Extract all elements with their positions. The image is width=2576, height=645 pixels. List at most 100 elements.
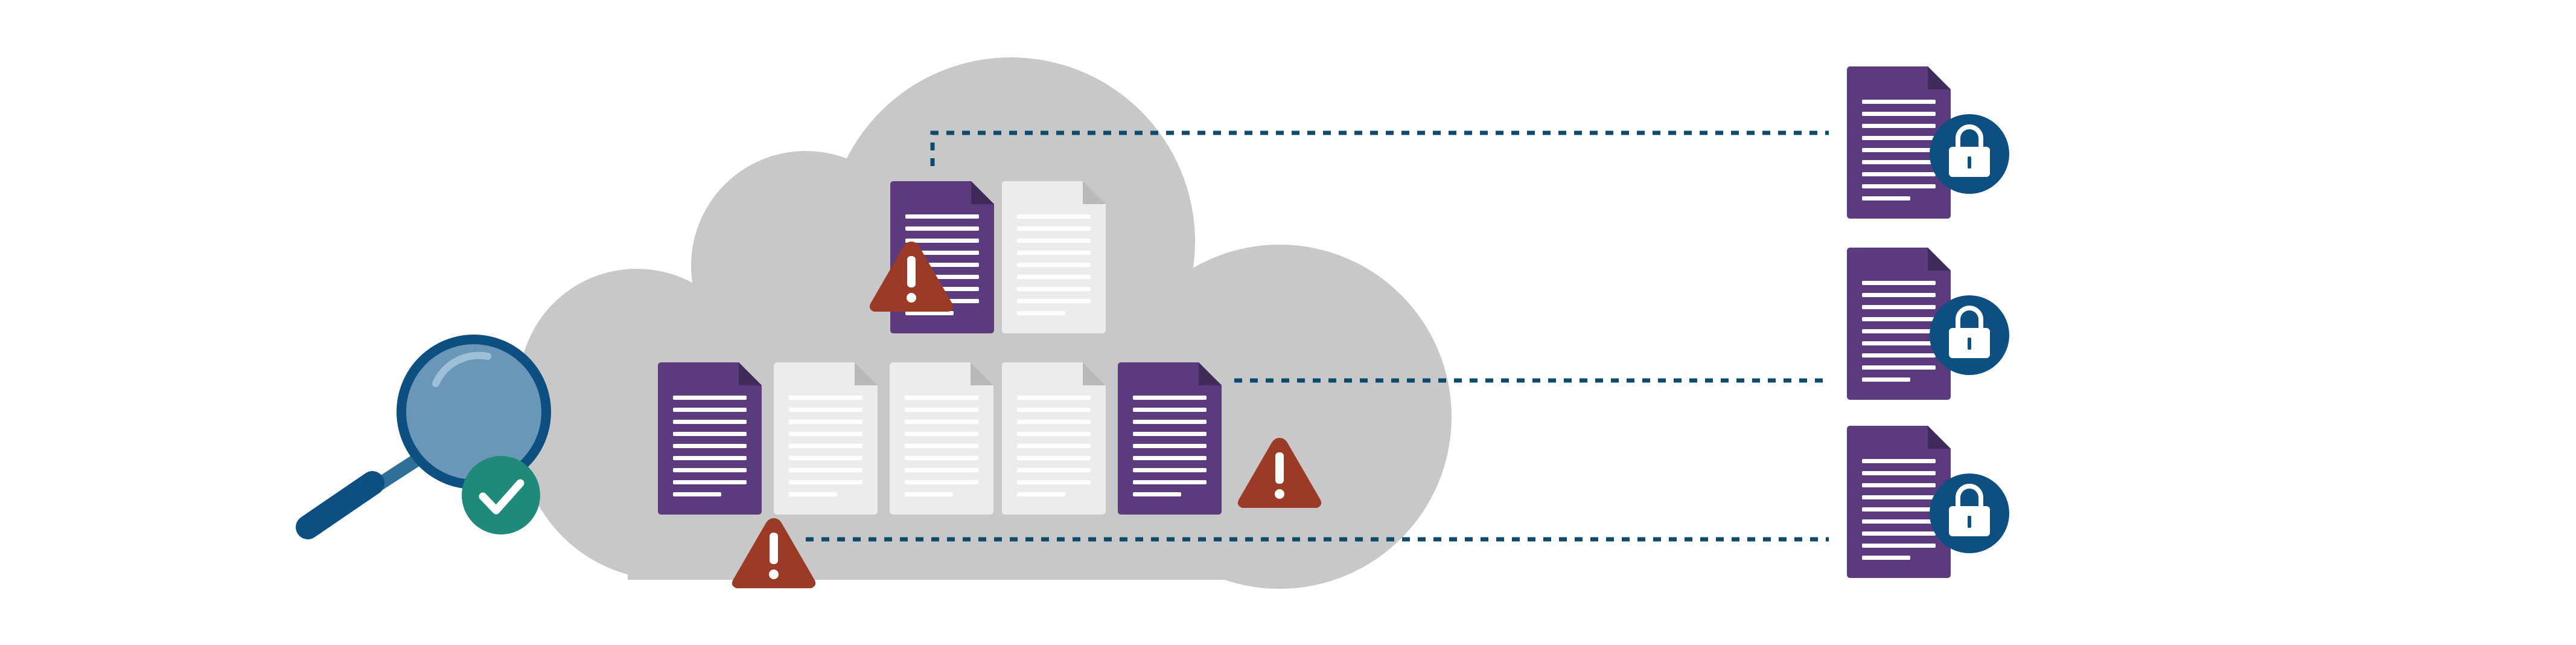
document-line [1133,456,1207,460]
document-line [673,432,747,436]
secured-document-icon [1847,66,2009,219]
plain-document-icon [774,362,878,515]
document-line [1017,432,1091,436]
warning-dot [1275,489,1284,499]
document-line [1017,287,1091,291]
document-body [1847,426,1951,578]
document-line [905,226,979,231]
document-line [789,480,862,484]
document-line [1862,341,1936,345]
document-fold [1199,362,1222,385]
document-body [1002,362,1106,515]
warning-bar [770,533,778,564]
warning-dot [907,293,916,303]
document-line [1862,459,1936,463]
document-body [890,362,993,515]
lock-keyhole [1968,516,1971,528]
padlock-icon [1930,473,2009,553]
document-line [789,492,837,496]
document-line [789,408,862,412]
document-line [1862,281,1936,285]
document-line [905,444,978,448]
document-line [1862,556,1910,560]
document-line [1862,196,1910,201]
plain-document-icon [1002,181,1106,333]
document-line [1862,100,1936,104]
document-line [1017,468,1091,472]
warning-triangle-icon [869,242,954,312]
connector-lines [806,130,1829,542]
lock-keyhole [1968,156,1971,168]
document-line [1862,317,1936,321]
document-line [673,480,747,484]
document-line [1862,184,1936,188]
document-line [905,480,978,484]
document-line [1862,365,1936,370]
warning-triangle-icon [732,518,816,588]
document-body [658,362,762,515]
document-line [673,444,747,448]
document-line [789,420,862,424]
document-line [1017,456,1091,460]
document-line [905,214,979,219]
sensitive-document-icon [1118,362,1222,515]
document-line [905,432,978,436]
document-body [1002,181,1106,333]
document-line [905,396,978,400]
document-line [1862,136,1936,140]
document-line [673,456,747,460]
warning-bar [1275,452,1284,484]
document-line [1862,507,1936,512]
document-line [905,408,978,412]
document-line [1862,160,1936,164]
document-line [1862,305,1936,309]
document-line [1017,408,1091,412]
document-line [1862,353,1936,358]
document-line [1017,299,1091,303]
document-fold [739,362,762,385]
document-line [1133,420,1207,424]
document-line [1017,492,1065,496]
document-line [789,396,862,400]
document-line [1017,275,1091,279]
document-line [1017,214,1091,219]
secured-document-icon [1847,248,2009,400]
warning-dot [769,570,779,579]
plain-document-icon [890,362,993,515]
document-line [673,420,747,424]
document-fold [855,362,878,385]
document-line [1862,544,1936,548]
document-line [1133,468,1207,472]
document-body [1118,362,1222,515]
document-fold [1928,248,1951,271]
document-line [1017,420,1091,424]
document-fold [971,362,993,385]
document-line [1017,480,1091,484]
lock-shackle [1956,484,1983,507]
document-body [1847,66,1951,219]
document-body [1847,248,1951,400]
checkmark-icon [462,456,540,534]
plain-document-icon [1002,362,1106,515]
document-line [1862,519,1936,524]
document-line [1862,329,1936,333]
document-line [905,239,979,243]
document-line [905,420,978,424]
document-body [774,362,878,515]
lock-shackle [1956,306,1983,329]
document-line [1862,483,1936,487]
document-line [789,432,862,436]
document-line [1133,492,1181,496]
lock-shackle [1956,124,1983,148]
document-line [1133,432,1207,436]
document-line [1017,444,1091,448]
warning-bar [907,256,916,287]
document-line [1017,251,1091,255]
document-line [789,456,862,460]
document-line [1862,112,1936,116]
document-line [673,468,747,472]
warning-triangle-icon [1237,438,1322,508]
document-line [789,468,862,472]
